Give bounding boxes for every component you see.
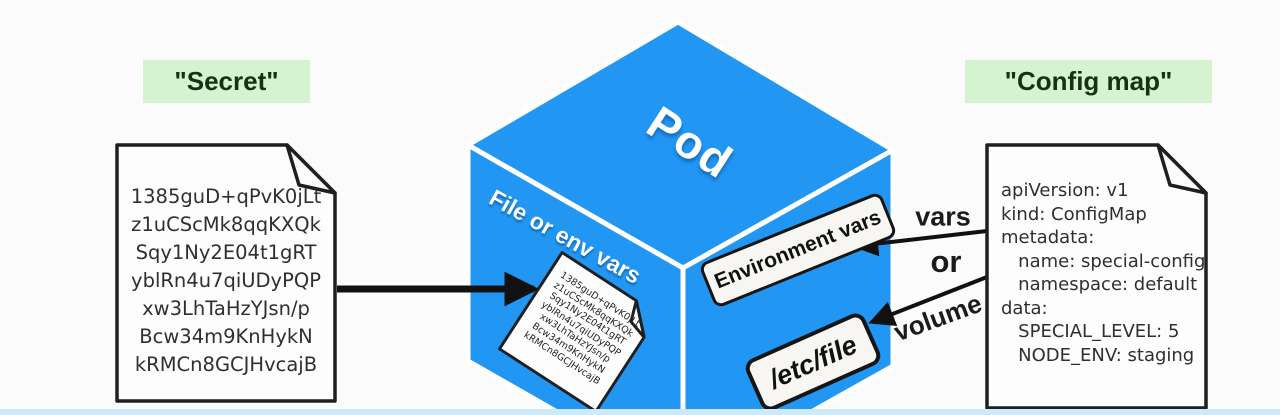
page-outline <box>497 250 646 414</box>
page-outline <box>985 143 1208 410</box>
secret-document: 1385guD+qPvK0jLt z1uCScMk8qqKXQk Sqy1Ny2… <box>115 143 337 403</box>
config-map-label: "Config map" <box>965 60 1212 103</box>
volume-arrow <box>868 275 988 327</box>
page-outline <box>115 143 337 403</box>
mini-secret-document: 1385guD+qPvK0jLt z1uCScMk8qqKXQk Sqy1Ny2… <box>497 250 660 414</box>
page-fold-icon <box>629 299 646 339</box>
config-map-document: apiVersion: v1 kind: ConfigMap metadata:… <box>985 143 1208 410</box>
config-map-document-page-shape <box>985 143 1208 410</box>
secret-label: "Secret" <box>143 60 310 103</box>
mini-secret-document-page-shape <box>497 250 646 414</box>
secret-document-page-shape <box>115 143 337 403</box>
bottom-edge-strip <box>0 409 1280 415</box>
vars-label: vars <box>915 201 971 232</box>
secret-document-text: 1385guD+qPvK0jLt z1uCScMk8qqKXQk Sqy1Ny2… <box>130 185 322 376</box>
page-fold-icon <box>1156 143 1208 195</box>
or-label: or <box>930 244 962 279</box>
config-map-document-text: apiVersion: v1 kind: ConfigMap metadata:… <box>1001 180 1206 366</box>
page-fold-icon <box>285 143 337 195</box>
